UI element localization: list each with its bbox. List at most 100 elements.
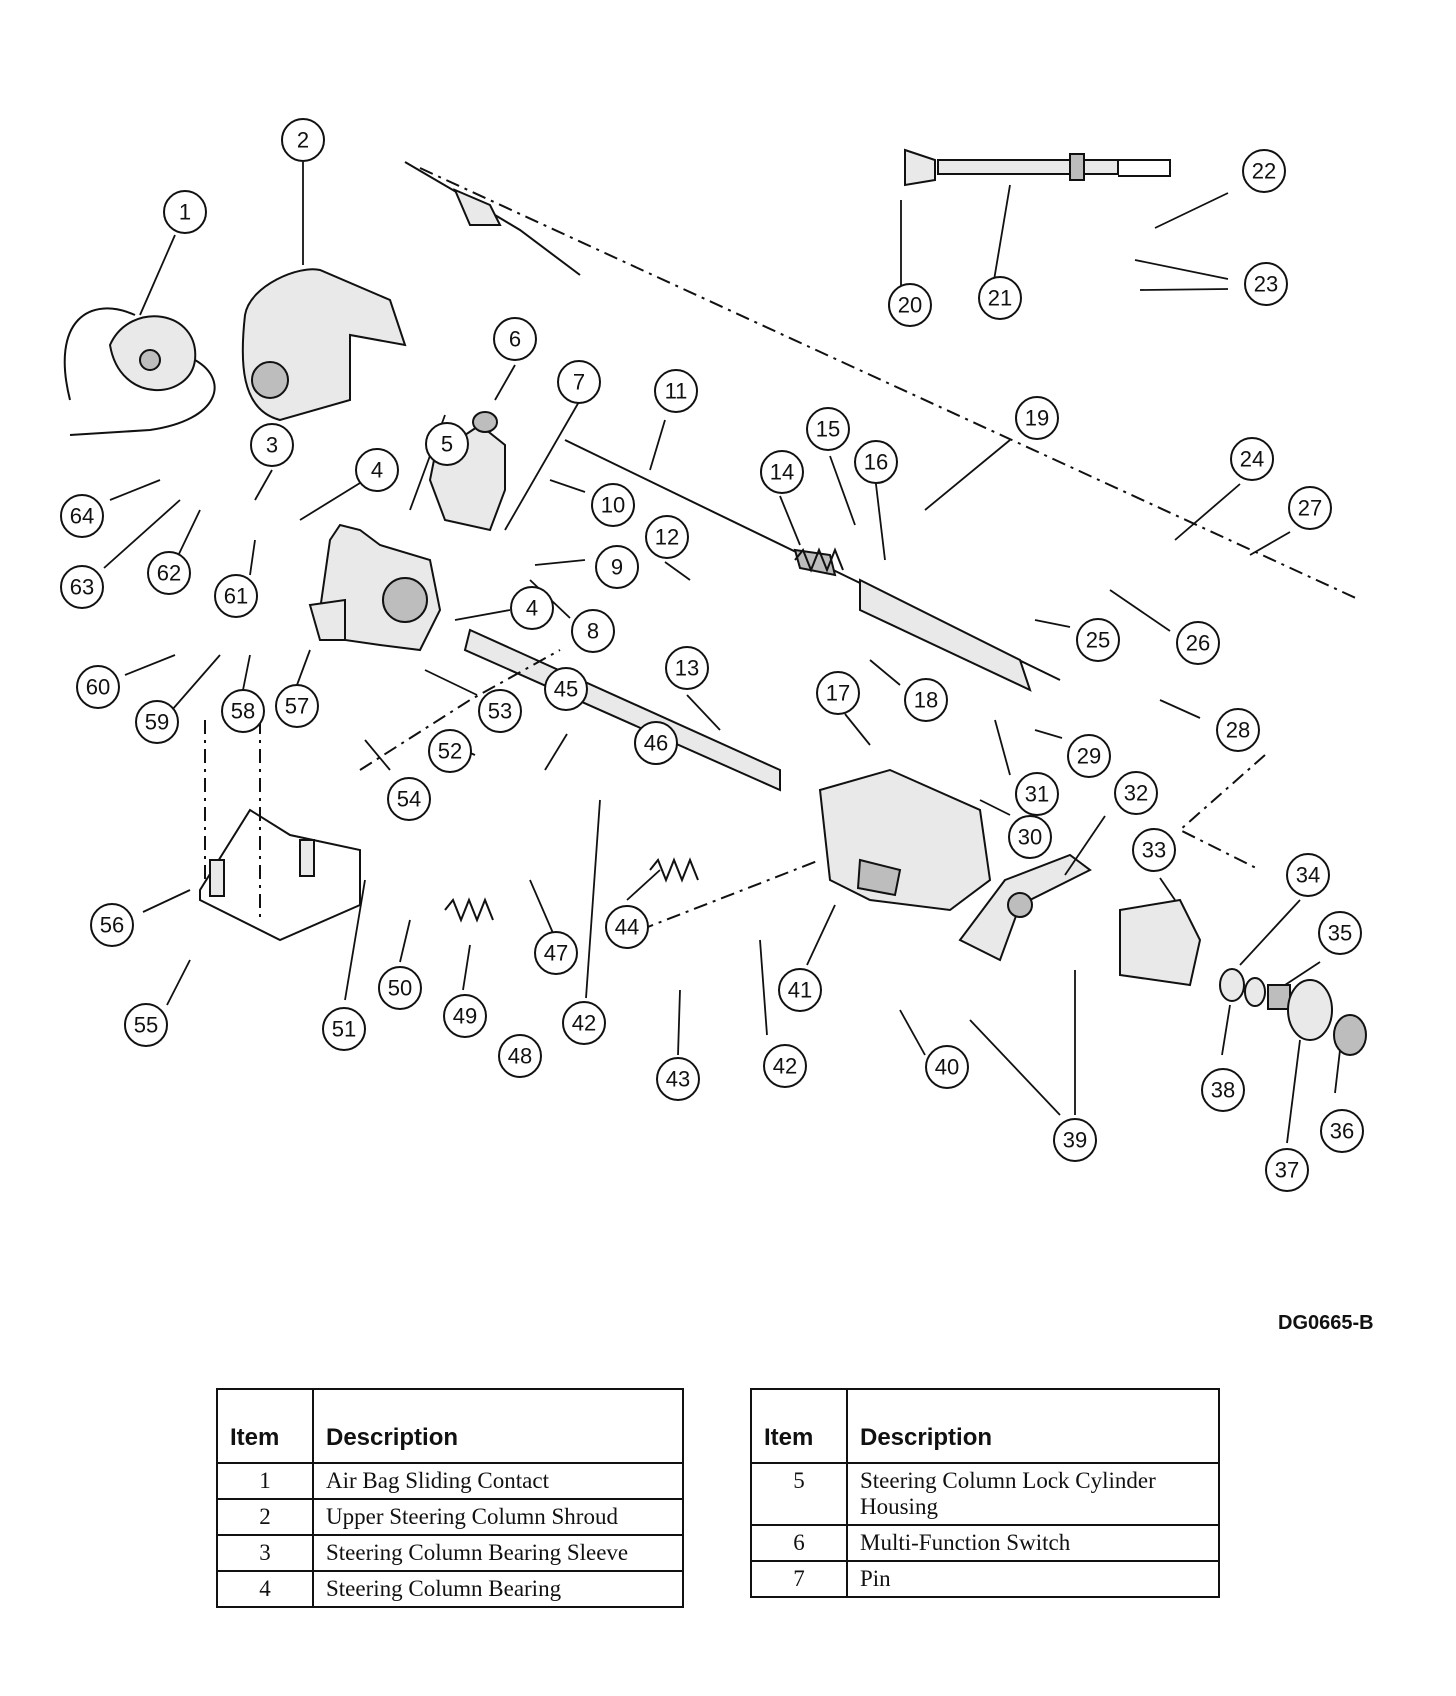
table-row: 4 Steering Column Bearing — [216, 1570, 684, 1608]
callout-circle — [595, 545, 639, 589]
callout-label: 33 — [1142, 838, 1166, 863]
callout-circle — [478, 689, 522, 733]
callout-label: 18 — [914, 688, 938, 713]
callout-label: 50 — [388, 976, 412, 1001]
callout-47: 47 — [534, 931, 578, 975]
callout-circle — [888, 283, 932, 327]
callout-53: 53 — [478, 689, 522, 733]
legend-table-left: Item Description 1 Air Bag Sliding Conta… — [216, 1388, 684, 1608]
callout-circle — [493, 317, 537, 361]
callout-circle — [221, 689, 265, 733]
callout-circle — [1015, 396, 1059, 440]
callout-label: 58 — [231, 699, 255, 724]
callout-circle — [534, 931, 578, 975]
callout-28: 28 — [1216, 708, 1260, 752]
callout-label: 47 — [544, 941, 568, 966]
callout-label: 7 — [573, 370, 585, 395]
callout-label: 29 — [1077, 744, 1101, 769]
callout-8: 8 — [571, 609, 615, 653]
callout-23: 23 — [1244, 262, 1288, 306]
callout-label: 30 — [1018, 825, 1042, 850]
callout-circle — [806, 407, 850, 451]
legend-table-right: Item Description 5 Steering Column Lock … — [750, 1388, 1220, 1598]
callout-label: 39 — [1063, 1128, 1087, 1153]
callout-label: 62 — [157, 561, 181, 586]
callout-label: 25 — [1086, 628, 1110, 653]
table-row: 5 Steering Column Lock Cylinder Housing — [750, 1462, 1220, 1526]
callout-circle — [1176, 621, 1220, 665]
callout-circle — [1201, 1068, 1245, 1112]
callout-label: 20 — [898, 293, 922, 318]
callout-10: 10 — [591, 483, 635, 527]
callout-35: 35 — [1318, 911, 1362, 955]
part-long-rod — [404, 161, 581, 276]
callout-52: 52 — [428, 729, 472, 773]
callout-circle — [571, 609, 615, 653]
callout-60: 60 — [76, 665, 120, 709]
callout-37: 37 — [1265, 1148, 1309, 1192]
table-header-row: Item Description — [750, 1388, 1220, 1464]
callout-22: 22 — [1242, 149, 1286, 193]
callout-circle — [904, 678, 948, 722]
callout-5: 5 — [425, 422, 469, 466]
part-column-tube — [463, 628, 781, 792]
callout-20: 20 — [888, 283, 932, 327]
callout-circle — [1067, 734, 1111, 778]
row-description: Air Bag Sliding Contact — [312, 1462, 684, 1500]
callout-label: 28 — [1226, 718, 1250, 743]
callout-label: 1 — [179, 200, 191, 225]
callout-label: 40 — [935, 1055, 959, 1080]
callout-label: 4 — [526, 596, 538, 621]
callout-label: 59 — [145, 710, 169, 735]
callout-label: 43 — [666, 1067, 690, 1092]
row-item: 5 — [750, 1462, 848, 1526]
callout-label: 10 — [601, 493, 625, 518]
callout-circle — [1265, 1148, 1309, 1192]
callout-circle — [591, 483, 635, 527]
callout-label: 54 — [397, 787, 421, 812]
callout-15: 15 — [806, 407, 850, 451]
callout-62: 62 — [147, 551, 191, 595]
part-column-end — [1119, 898, 1202, 987]
row-item: 2 — [216, 1498, 314, 1536]
callout-57: 57 — [275, 684, 319, 728]
callout-label: 8 — [587, 619, 599, 644]
callout-label: 32 — [1124, 781, 1148, 806]
callout-circle — [656, 1057, 700, 1101]
callout-label: 24 — [1240, 447, 1264, 472]
callout-label: 17 — [826, 681, 850, 706]
callout-circle — [60, 494, 104, 538]
callout-label: 27 — [1298, 496, 1322, 521]
callout-label: 38 — [1211, 1078, 1235, 1103]
callout-label: 45 — [554, 677, 578, 702]
callout-circle — [925, 1045, 969, 1089]
callout-circle — [90, 903, 134, 947]
table-row: 1 Air Bag Sliding Contact — [216, 1462, 684, 1500]
callout-label: 3 — [266, 433, 278, 458]
callout-42: 42 — [763, 1044, 807, 1088]
callout-label: 6 — [509, 327, 521, 352]
callout-circle — [378, 966, 422, 1010]
callout-circle — [562, 1001, 606, 1045]
callout-13: 13 — [665, 646, 709, 690]
callout-circle — [250, 423, 294, 467]
callout-circle — [557, 360, 601, 404]
callout-label: 12 — [655, 525, 679, 550]
callout-50: 50 — [378, 966, 422, 1010]
callout-circle — [387, 777, 431, 821]
callout-label: 9 — [611, 555, 623, 580]
part-lower-housing — [818, 768, 992, 912]
part-upper-shroud — [241, 268, 407, 422]
row-description: Steering Column Bearing Sleeve — [312, 1534, 684, 1572]
table-row: 3 Steering Column Bearing Sleeve — [216, 1534, 684, 1572]
callout-30: 30 — [1008, 815, 1052, 859]
callout-circle — [443, 994, 487, 1038]
row-item: 3 — [216, 1534, 314, 1572]
callout-11: 11 — [654, 369, 698, 413]
callout-25: 25 — [1076, 618, 1120, 662]
row-item: 6 — [750, 1524, 848, 1562]
part-end-rings — [1219, 968, 1367, 1056]
callout-19: 19 — [1015, 396, 1059, 440]
callout-39: 39 — [1053, 1118, 1097, 1162]
